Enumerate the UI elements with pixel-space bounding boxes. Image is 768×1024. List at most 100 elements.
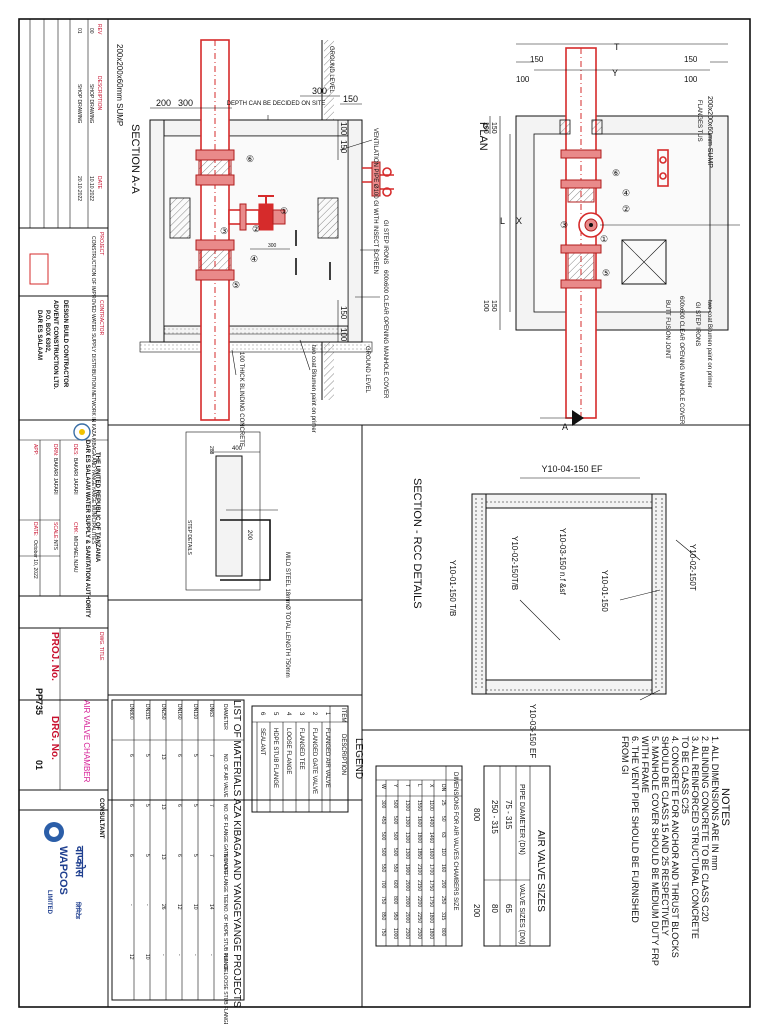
dim-300b: 300 bbox=[312, 86, 327, 96]
avs-header-valve: VALVE SIZES (DN) bbox=[518, 884, 525, 944]
chk-value: MICHAEL NJAU bbox=[72, 536, 78, 573]
materials-cell: 10 bbox=[144, 954, 150, 960]
marker-1: ① bbox=[280, 206, 288, 216]
materials-header: NO. OF LOOSE STUB FLANGE bbox=[222, 954, 228, 1024]
legend-item-desc: FLANGED AIR VALVE bbox=[324, 728, 330, 788]
chamber-cell: 1600 bbox=[416, 816, 422, 827]
chamber-row-label: W bbox=[380, 784, 386, 789]
plan-marker-3: ③ bbox=[560, 220, 568, 230]
section-aa-pipe-dim: 200x200x60mm SUMP bbox=[115, 44, 124, 126]
sheet-border bbox=[18, 18, 751, 1008]
proj-no: PP735 bbox=[34, 688, 44, 715]
chamber-row-label: L bbox=[416, 784, 422, 787]
plan-gistep-label: GI STEP IRONS bbox=[694, 302, 700, 346]
rev-0-date: 10.10.2022 bbox=[88, 176, 94, 201]
chamber-cell: 250 bbox=[440, 896, 446, 905]
rcc-title: SECTION - RCC DETAILS bbox=[411, 478, 423, 609]
chamber-dims-table bbox=[375, 765, 463, 947]
rcc-label-3: Y10-01-150 bbox=[600, 570, 609, 612]
chamber-cell: 2300 bbox=[416, 928, 422, 939]
rcc-label-1: Y10-04-150 EF bbox=[541, 464, 603, 474]
chamber-cell: 2200 bbox=[416, 896, 422, 907]
materials-cell: DN800 bbox=[128, 704, 134, 720]
air-valve-sizes-table bbox=[483, 765, 551, 947]
materials-header: NO. OF FLANGE TEE bbox=[222, 854, 228, 904]
dim-150: 150 bbox=[343, 94, 358, 104]
air-valve-sizes-title: AIR VALVE SIZES bbox=[535, 830, 546, 912]
chamber-cell: 1400 bbox=[428, 816, 434, 827]
chamber-cell: 1800 bbox=[416, 832, 422, 843]
chamber-cell: 50 bbox=[440, 816, 446, 822]
materials-cell: 7 bbox=[208, 754, 214, 757]
chamber-cell: 500 bbox=[392, 800, 398, 809]
dim-plan-150b: 150 bbox=[684, 55, 698, 64]
chamber-row-label: X bbox=[428, 784, 434, 788]
chamber-cell: 315 bbox=[440, 912, 446, 921]
materials-cell: - bbox=[160, 954, 166, 956]
materials-cell: DN110 bbox=[192, 704, 198, 719]
chamber-cell: 950 bbox=[392, 912, 398, 921]
plan-marker-1: ① bbox=[600, 234, 608, 244]
marker-2: ② bbox=[252, 224, 260, 234]
plan-pipe-dim: 200x200x60mm SUMP bbox=[706, 96, 713, 168]
contractor-label: CONTRACTOR bbox=[98, 300, 104, 336]
materials-cell: DN315 bbox=[144, 704, 150, 720]
drg-no: 01 bbox=[34, 760, 44, 770]
materials-cell: 13 bbox=[160, 854, 166, 860]
plan-marker-5: ⑤ bbox=[602, 268, 610, 278]
chamber-cell: 800 bbox=[392, 896, 398, 905]
section-aa-title: SECTION A-A bbox=[129, 124, 141, 194]
scale-value: NTS bbox=[52, 540, 58, 551]
dim-plan-150d: 150 bbox=[490, 300, 497, 312]
cover-label: 600x600 CLEAR OPENING MANHOLE COVER bbox=[382, 270, 388, 399]
materials-cell: DN63 bbox=[208, 704, 214, 717]
rev-0-desc: SHOP DRAWING bbox=[88, 84, 94, 124]
title-block bbox=[19, 19, 108, 842]
chamber-cell: 500 bbox=[392, 832, 398, 841]
chamber-cell: 750 bbox=[380, 896, 386, 905]
chamber-cell: 800 bbox=[440, 928, 446, 937]
contractor-line-1: DESIGN BUILD CONTRACTOR bbox=[62, 300, 68, 388]
materials-cell: 26 bbox=[160, 904, 166, 910]
rev-header: REV bbox=[96, 24, 102, 35]
avs-r1c2: 65 bbox=[504, 904, 513, 913]
chamber-cell: 750 bbox=[380, 928, 386, 937]
step-dim-h: 200 bbox=[246, 530, 252, 541]
chamber-cell: 1460 bbox=[428, 832, 434, 843]
contractor-line-2: ADVENT CONSTRUCTION LTD. bbox=[52, 300, 58, 390]
materials-cell: 6 bbox=[176, 754, 182, 757]
step-detail-title: STEP DETAILS bbox=[186, 520, 192, 555]
rcc-label-5: Y10-02-150T/B bbox=[510, 536, 519, 590]
legend-item-desc: FLANGED GATE VALVE bbox=[311, 728, 317, 794]
chamber-cell: 1550 bbox=[416, 800, 422, 811]
dwg-title: AIR VALVE CHAMBER bbox=[82, 700, 91, 783]
materials-cell: 5 bbox=[144, 754, 150, 757]
contractor-line-3: P.O. BOX 6302, bbox=[44, 310, 50, 353]
avs-r3c1: 800 bbox=[472, 808, 481, 822]
step-dim-w: 400 bbox=[232, 446, 243, 452]
materials-cell: 13 bbox=[160, 754, 166, 760]
rev-1-desc: SHOP DRAWING bbox=[76, 84, 82, 124]
dim-plan-100b: 100 bbox=[684, 75, 698, 84]
client-line-2: DAR ES SALAAM WATER SUPPLY & SANITATION … bbox=[84, 440, 90, 618]
materials-cell: 6 bbox=[128, 804, 134, 807]
depth-label: DEPTH CAN BE DECIDED ON SITE bbox=[227, 101, 326, 107]
date-label: DATE: bbox=[32, 522, 38, 536]
chamber-cell: 200 bbox=[440, 880, 446, 889]
plan-marker-4: ④ bbox=[622, 188, 630, 198]
materials-cell: 5 bbox=[192, 804, 198, 807]
chamber-cell: 500 bbox=[392, 848, 398, 857]
proj-no-label: PROJ. No. bbox=[49, 632, 60, 681]
drn-label: DRN: bbox=[52, 444, 58, 456]
plan-marker-2: ② bbox=[622, 204, 630, 214]
chamber-cell: 1750 bbox=[428, 880, 434, 891]
rev-date-header: DATE bbox=[96, 176, 102, 190]
des-label: DES: bbox=[72, 444, 78, 456]
materials-cell: 5 bbox=[192, 854, 198, 857]
dwg-title-label: DWG. TITLE bbox=[98, 632, 104, 661]
dim-150b: 150 bbox=[339, 140, 348, 154]
chamber-cell: 2000 bbox=[404, 896, 410, 907]
plan-butt-label: BUTT FUSION JOINT bbox=[664, 300, 670, 359]
dim-100b: 100 bbox=[339, 328, 348, 342]
